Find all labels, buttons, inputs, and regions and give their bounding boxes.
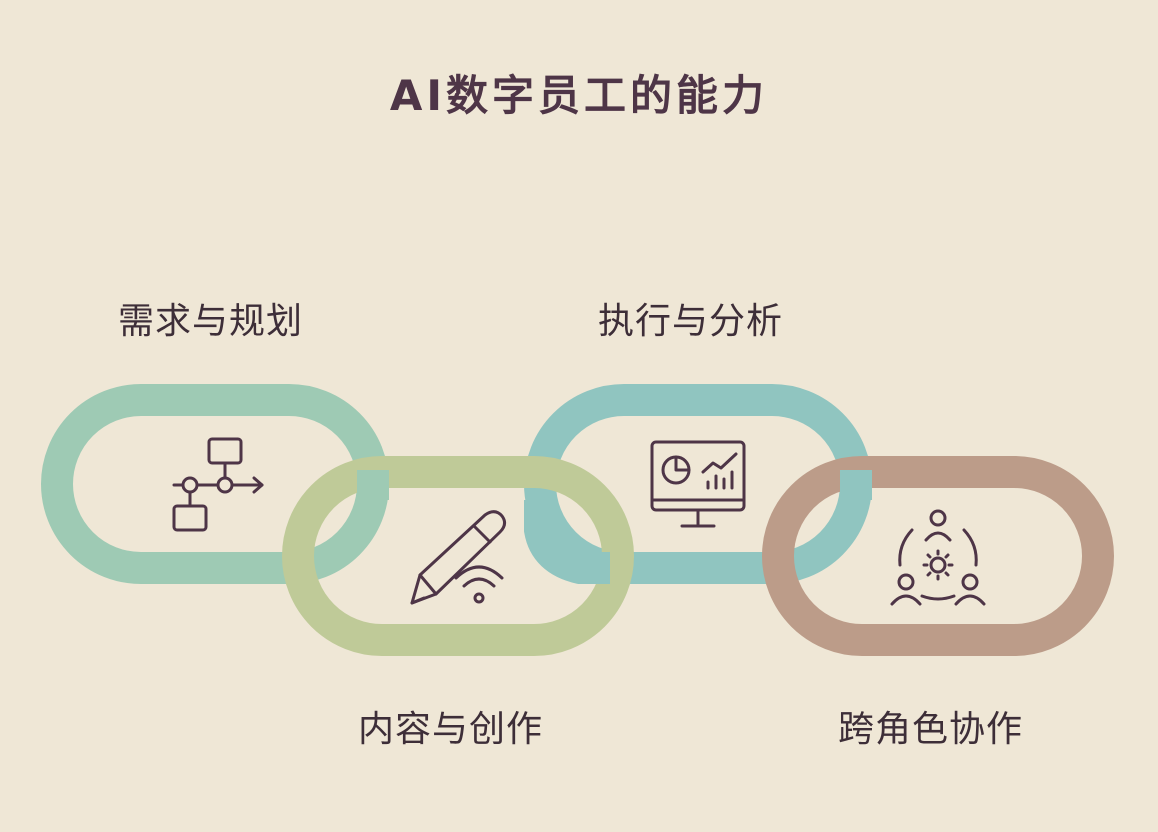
chain-overlap-3a bbox=[524, 500, 610, 584]
chain-link-2 bbox=[282, 456, 634, 656]
label-requirements-planning: 需求与规划 bbox=[118, 301, 304, 342]
pen-signal-icon bbox=[410, 510, 507, 605]
flowchart-icon bbox=[172, 437, 264, 532]
monitor-analytics-icon bbox=[650, 440, 746, 528]
label-execution-analysis: 执行与分析 bbox=[598, 301, 784, 342]
chain-link-4 bbox=[762, 456, 1114, 656]
team-collaboration-icon bbox=[890, 509, 986, 606]
label-cross-role-collaboration: 跨角色协作 bbox=[838, 709, 1024, 750]
page-title: AI数字员工的能力 bbox=[389, 71, 769, 120]
label-content-creation: 内容与创作 bbox=[358, 709, 544, 750]
